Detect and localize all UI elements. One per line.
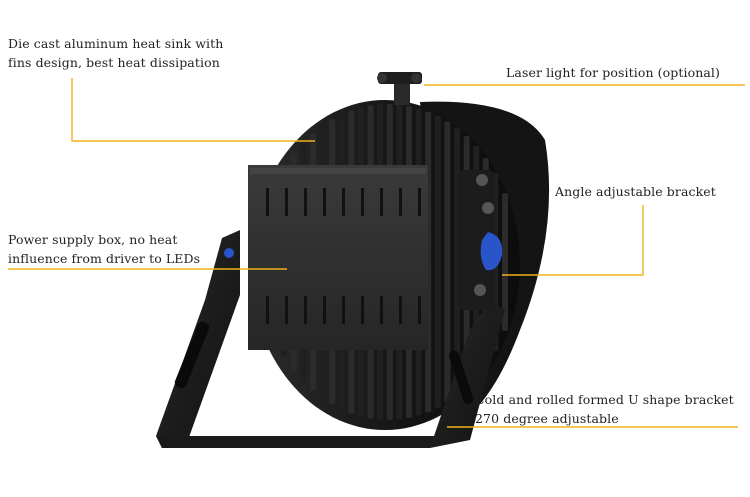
label-heat-sink: Die cast aluminum heat sink with fins de…: [8, 34, 223, 72]
label-heat-sink-line2: fins design, best heat dissipation: [8, 55, 220, 70]
heat-sink-fin: [502, 193, 508, 331]
vent-slot: [399, 188, 402, 216]
vent-slot: [342, 188, 345, 216]
leader-lines: [8, 78, 745, 428]
vent-slot: [399, 296, 402, 324]
label-angle-bracket: Angle adjustable bracket: [555, 182, 716, 201]
side-knob: [224, 248, 234, 258]
label-u-bracket-line2: 270 degree adjustable: [475, 411, 619, 426]
vent-slot: [304, 188, 307, 216]
label-laser: Laser light for position (optional): [506, 63, 720, 82]
leader-heat-sink: [71, 78, 315, 142]
leader-angle-bracket: [502, 205, 644, 276]
u-bracket: [156, 230, 505, 448]
label-u-bracket-line1: Cold and rolled formed U shape bracket: [475, 392, 734, 407]
label-power-supply: Power supply box, no heat influence from…: [8, 230, 200, 268]
label-heat-sink-line1: Die cast aluminum heat sink with: [8, 36, 224, 51]
vent-slot: [285, 296, 288, 324]
laser-module: [377, 72, 422, 105]
angle-bracket: [224, 170, 503, 310]
heat-sink-fin: [434, 116, 441, 408]
vent-slot: [342, 296, 345, 324]
vent-slot: [361, 296, 364, 324]
label-power-supply-line2: influence from driver to LEDs: [8, 251, 201, 266]
label-u-bracket: Cold and rolled formed U shape bracket 2…: [475, 390, 734, 428]
label-laser-line1: Laser light for position (optional): [506, 65, 720, 80]
vent-slot: [418, 296, 421, 324]
vent-slot: [285, 188, 288, 216]
vent-slot: [361, 188, 364, 216]
label-power-supply-line1: Power supply box, no heat: [8, 232, 178, 247]
vent-slot: [380, 188, 383, 216]
power-supply-box: [248, 165, 428, 350]
vent-slot: [323, 296, 326, 324]
vent-slot: [304, 296, 307, 324]
vent-slot: [418, 188, 421, 216]
adjust-knob: [480, 232, 503, 271]
label-angle-bracket-line1: Angle adjustable bracket: [555, 184, 716, 199]
vent-slots: [266, 188, 421, 324]
vent-slot: [266, 296, 269, 324]
vent-slot: [323, 188, 326, 216]
heat-sink-fin: [444, 121, 451, 403]
vent-slot: [266, 188, 269, 216]
vent-slot: [380, 296, 383, 324]
